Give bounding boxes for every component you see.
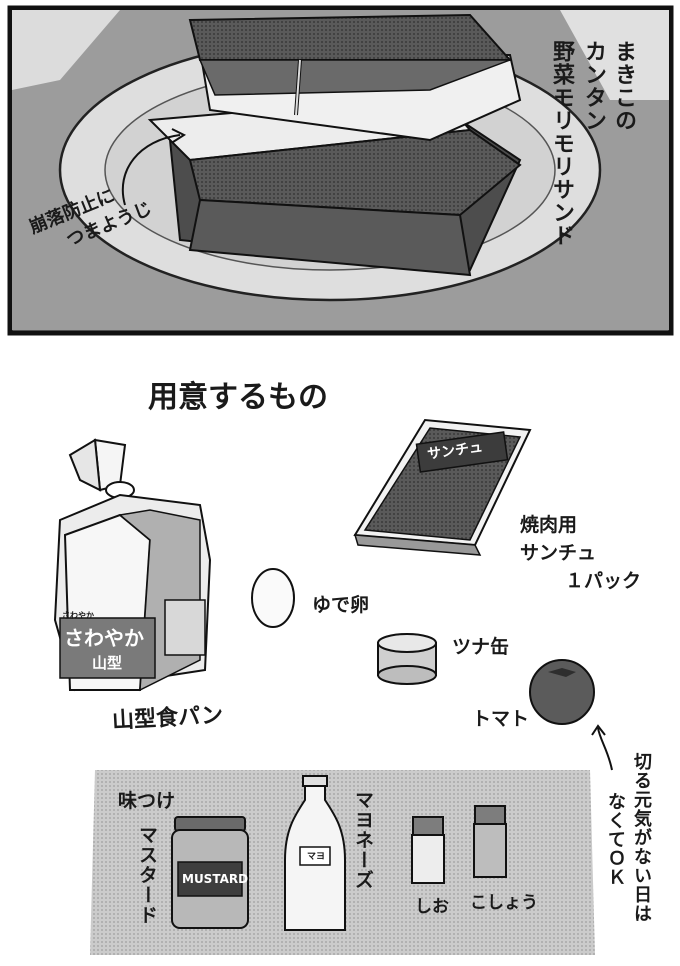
background-cup [560, 10, 669, 100]
mustard-jar-text: MUSTARD [182, 872, 249, 886]
sandwich-illustration [121, 13, 522, 277]
pepper-label: こしょう [470, 893, 538, 913]
bread-brand: さわやか [64, 626, 144, 650]
title-line-1: まきこの [611, 40, 636, 132]
lettuce-caption-line-3: １パック [565, 570, 642, 592]
bread-label-patch [59, 617, 156, 679]
arrow [597, 727, 613, 771]
bread-label: 山型食パン [111, 703, 224, 734]
background-cloth [12, 10, 120, 90]
tuna-label: ツナ缶 [452, 636, 510, 658]
tomato-note-line-2: なくてＯＫ [605, 792, 626, 887]
lettuce-caption-line-1: 焼肉用 [520, 514, 578, 536]
mayo-bottle-text: マヨ [307, 852, 326, 862]
bread-illustration [53, 438, 212, 692]
seasoning-area [90, 770, 595, 955]
tuna-can-illustration [377, 633, 437, 685]
egg-illustration [251, 568, 295, 628]
mayo-label: マヨネーズ [352, 790, 374, 890]
bread-brand-small: さわやか [62, 611, 94, 620]
title-line-2: カンタン [581, 40, 606, 132]
barcode [164, 599, 206, 656]
egg-label: ゆで卵 [312, 594, 370, 616]
tomato-note-line-1: 切る元気がない日は [631, 752, 652, 923]
lettuce-pack-illustration [353, 418, 532, 556]
tomato-label: トマト [472, 708, 530, 730]
title-line-3: 野菜モリモリサンド [549, 40, 574, 247]
ingredients-heading: 用意するもの [148, 380, 328, 415]
bread-type: 山型 [92, 654, 123, 672]
tomato-illustration [529, 659, 595, 725]
salt-label: しお [415, 897, 449, 917]
top-panel [7, 5, 674, 336]
mustard-label: マスタード [136, 825, 158, 925]
seasoning-heading: 味つけ [118, 790, 176, 812]
lettuce-caption-line-2: サンチュ [520, 542, 597, 564]
